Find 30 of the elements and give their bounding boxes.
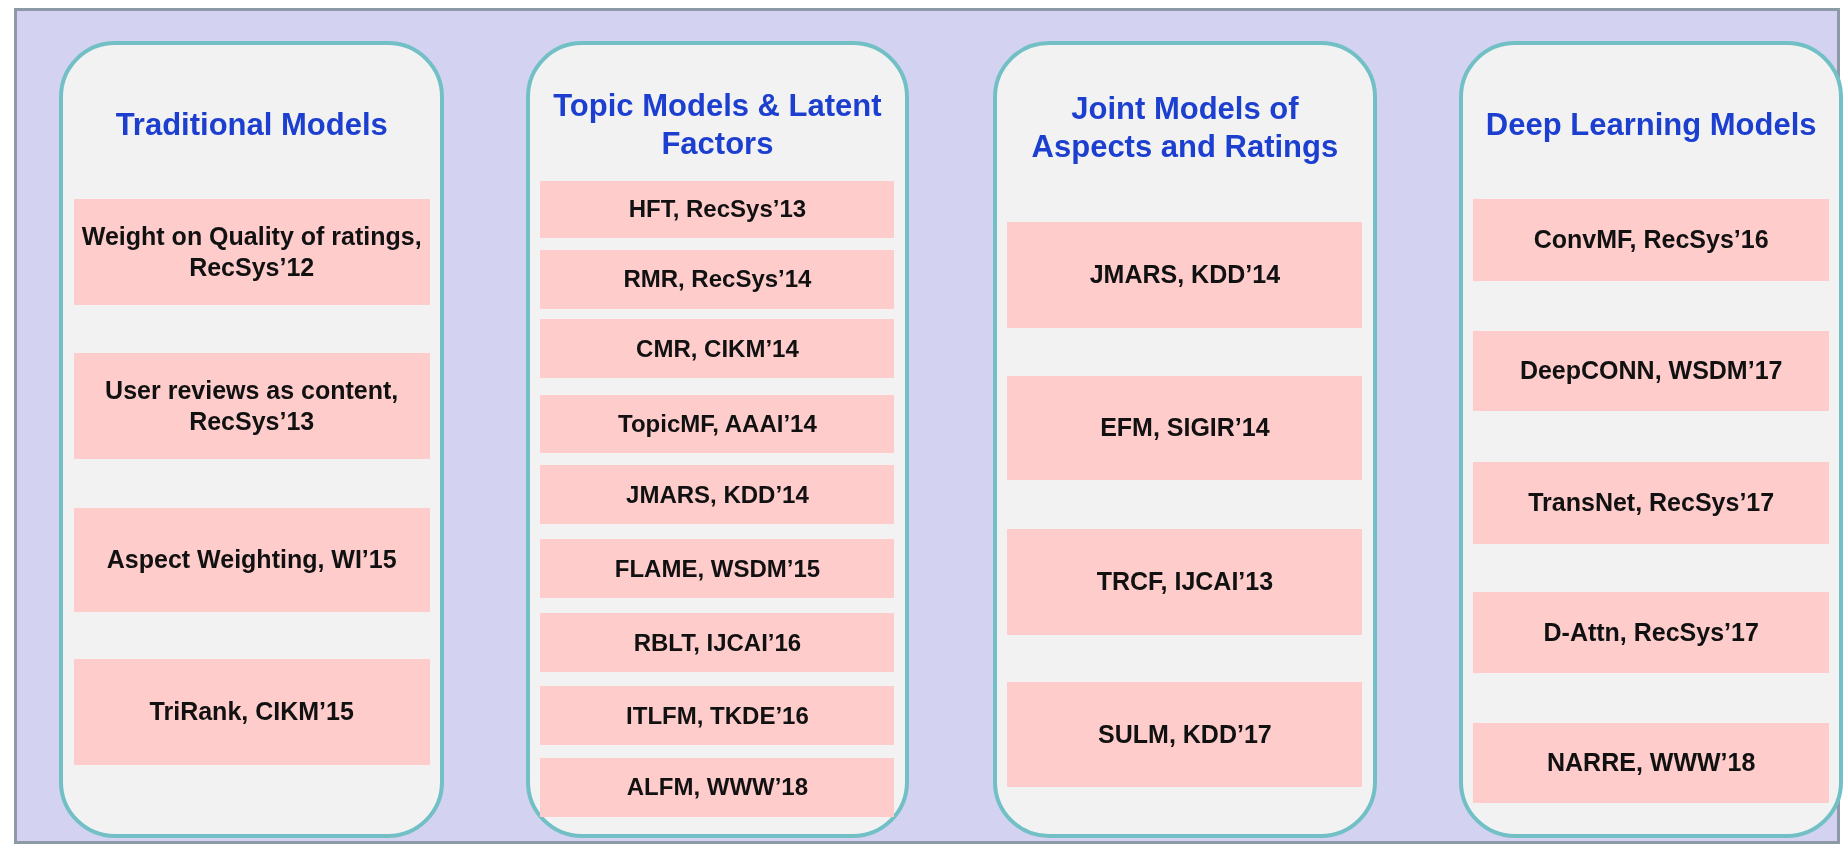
model-box: SULM, KDD’17 bbox=[1007, 681, 1363, 788]
column-heading: Deep Learning Models bbox=[1485, 106, 1817, 144]
model-box: EFM, SIGIR’14 bbox=[1007, 375, 1363, 481]
category-column bbox=[1458, 40, 1844, 838]
column-heading: Joint Models of Aspects and Ratings bbox=[1030, 90, 1340, 165]
category-column bbox=[993, 40, 1377, 838]
category-column bbox=[59, 40, 444, 838]
model-box: NARRE, WWW’18 bbox=[1473, 722, 1830, 803]
model-box: JMARS, KDD’14 bbox=[1007, 221, 1363, 328]
model-box: TriRank, CIKM’15 bbox=[73, 659, 430, 766]
model-box: ALFM, WWW’18 bbox=[540, 758, 895, 817]
model-box: User reviews as content, RecSys’13 bbox=[73, 353, 430, 460]
model-box: TRCF, IJCAI’13 bbox=[1007, 528, 1363, 635]
category-column bbox=[526, 40, 909, 838]
model-box: RMR, RecSys’14 bbox=[540, 249, 895, 309]
model-box: JMARS, KDD’14 bbox=[540, 465, 895, 524]
column-heading: Traditional Models bbox=[115, 106, 388, 144]
model-box: TopicMF, AAAI’14 bbox=[540, 394, 895, 454]
model-box: Aspect Weighting, WI’15 bbox=[73, 507, 430, 613]
model-box: ConvMF, RecSys’16 bbox=[1473, 199, 1830, 281]
model-box: D-Attn, RecSys’17 bbox=[1473, 592, 1830, 674]
model-box: DeepCONN, WSDM’17 bbox=[1473, 331, 1830, 412]
model-box: RBLT, IJCAI’16 bbox=[540, 613, 895, 673]
model-box: ITLFM, TKDE’16 bbox=[540, 686, 895, 746]
model-box: Weight on Quality of ratings, RecSys’12 bbox=[73, 199, 430, 306]
model-box: FLAME, WSDM’15 bbox=[540, 539, 895, 599]
model-box: TransNet, RecSys’17 bbox=[1473, 461, 1830, 544]
model-box: CMR, CIKM’14 bbox=[540, 319, 895, 379]
column-heading: Topic Models & Latent Factors bbox=[552, 87, 883, 162]
model-box: HFT, RecSys’13 bbox=[540, 180, 895, 239]
